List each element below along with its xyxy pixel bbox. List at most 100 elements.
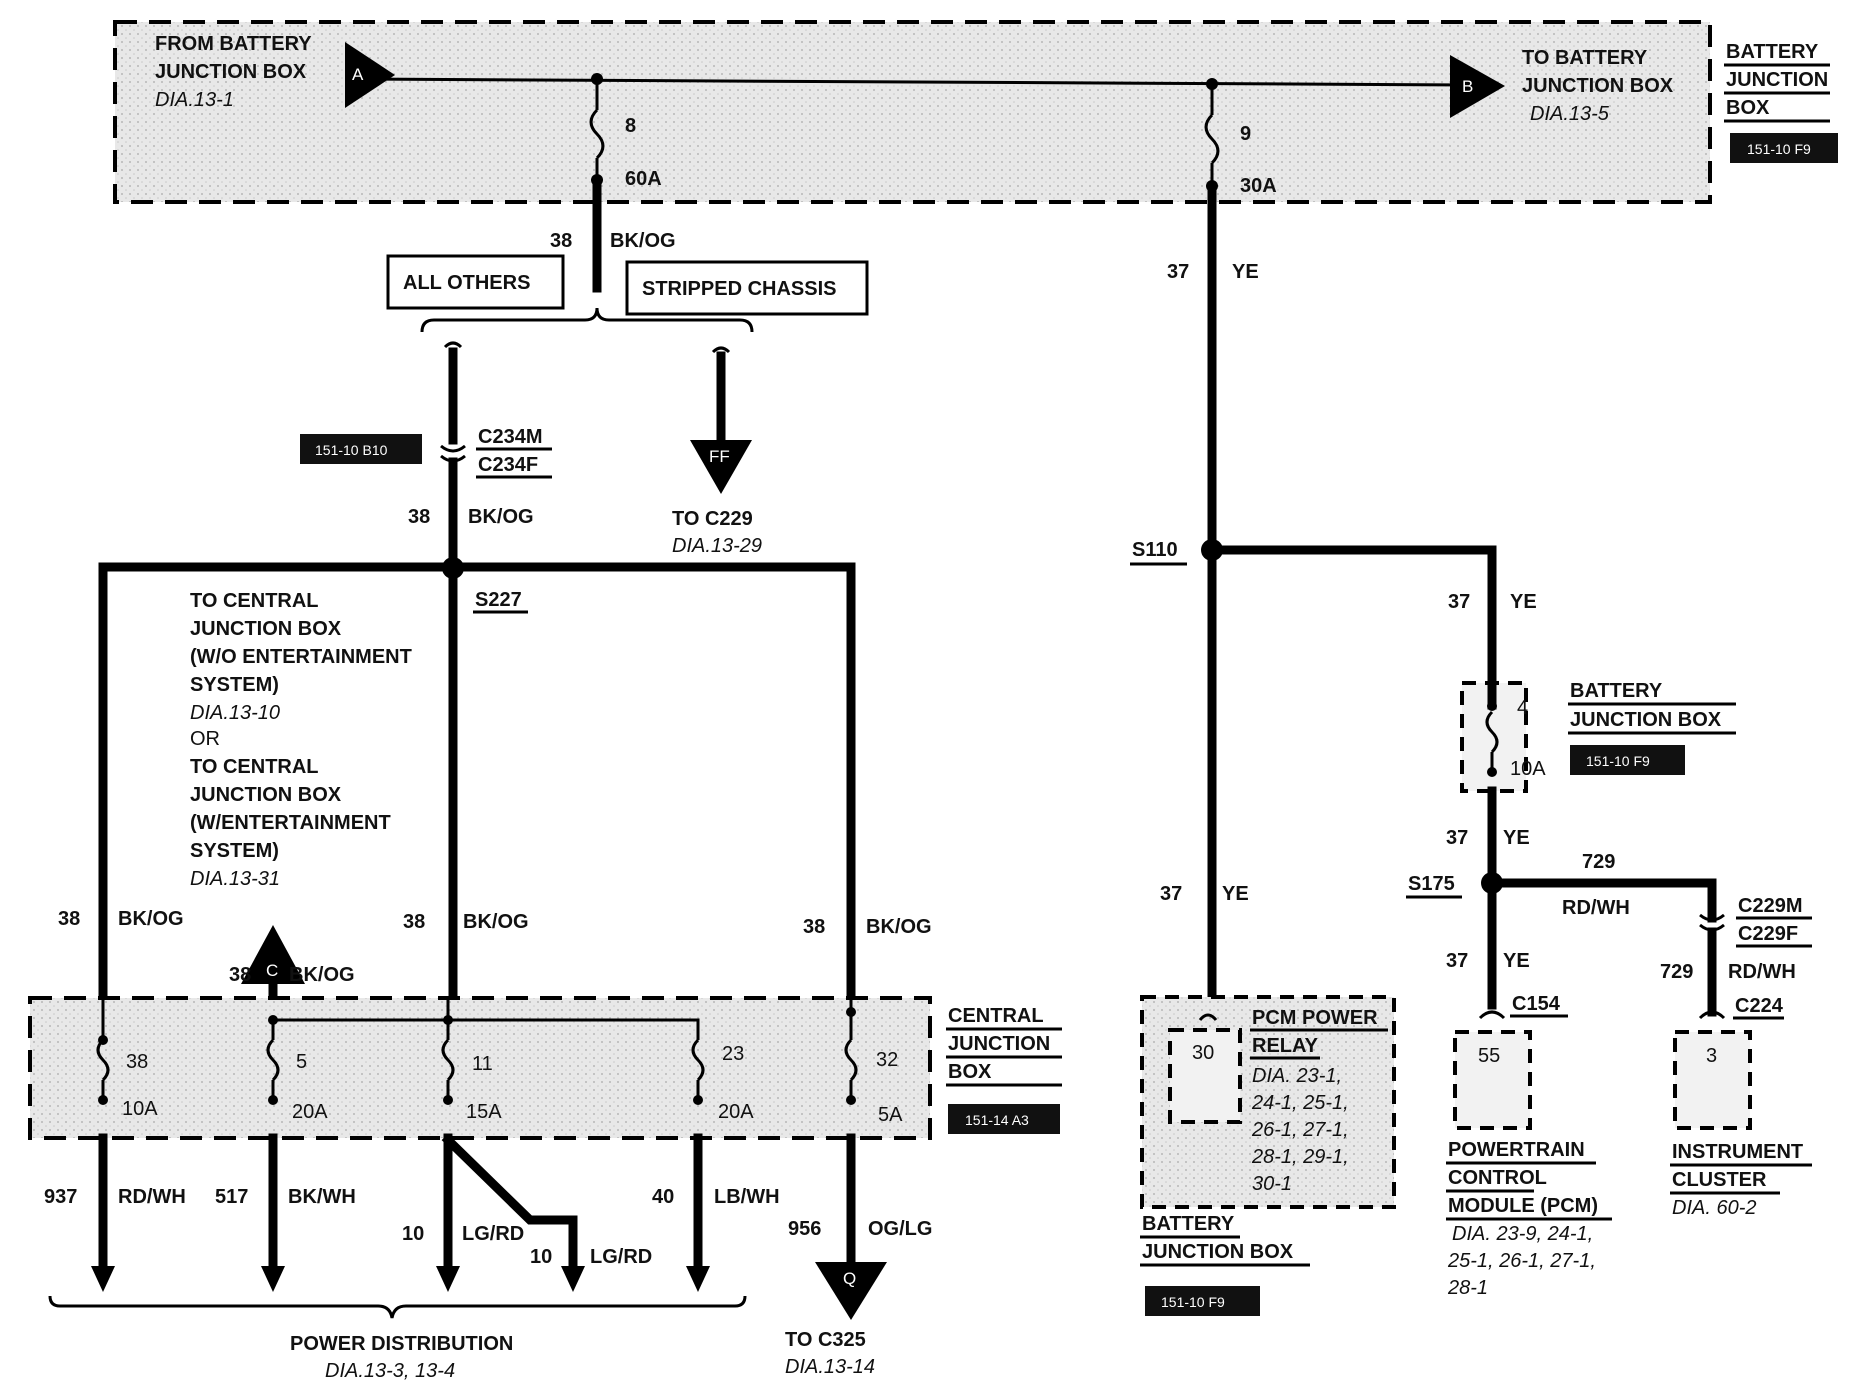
svg-text:TO CENTRAL: TO CENTRAL [190, 756, 319, 778]
svg-text:DIA. 23-1,: DIA. 23-1, [1252, 1065, 1342, 1087]
svg-text:38: 38 [229, 964, 251, 986]
svg-text:CENTRAL: CENTRAL [948, 1005, 1044, 1027]
svg-text:BOX: BOX [948, 1061, 992, 1083]
svg-text:S175: S175 [1408, 873, 1455, 895]
svg-text:POWER DISTRIBUTION: POWER DISTRIBUTION [290, 1333, 513, 1355]
svg-text:151-10 F9: 151-10 F9 [1586, 753, 1650, 769]
fuse-11: 11 15A [441, 1000, 502, 1123]
connector-b-icon [1450, 55, 1505, 118]
svg-text:YE: YE [1503, 827, 1530, 849]
fuse-32: 32 5A [844, 1000, 903, 1126]
svg-text:3: 3 [1706, 1045, 1717, 1067]
pcm-power-relay: 30 PCM POWER RELAY DIA. 23-1, 24-1, 25-1… [1140, 995, 1396, 1316]
central-junction-box: 38 10A 5 20A 11 15A 23 20A [28, 996, 1062, 1140]
svg-text:37: 37 [1167, 261, 1189, 283]
svg-text:S227: S227 [475, 589, 522, 611]
svg-text:DIA.13-14: DIA.13-14 [785, 1356, 875, 1378]
circuit-38-branch: 38 BK/OG ALL OTHERS STRIPPED CHASSIS C23… [300, 181, 869, 573]
svg-text:937: 937 [44, 1186, 77, 1208]
svg-text:JUNCTION BOX: JUNCTION BOX [190, 618, 342, 640]
svg-text:DIA.13-5: DIA.13-5 [1530, 103, 1610, 125]
svg-text:38: 38 [550, 230, 572, 252]
svg-text:BK/WH: BK/WH [288, 1186, 356, 1208]
svg-text:BOX: BOX [1726, 97, 1770, 119]
svg-text:C224: C224 [1735, 995, 1784, 1017]
svg-text:(W/ENTERTAINMENT: (W/ENTERTAINMENT [190, 812, 391, 834]
svg-text:YE: YE [1503, 950, 1530, 972]
svg-text:32: 32 [876, 1049, 898, 1071]
svg-text:A: A [352, 65, 364, 84]
svg-text:38: 38 [803, 916, 825, 938]
svg-text:YE: YE [1222, 883, 1249, 905]
svg-text:151-10 F9: 151-10 F9 [1747, 141, 1811, 157]
svg-text:38: 38 [408, 506, 430, 528]
svg-text:RD/WH: RD/WH [1562, 897, 1630, 919]
central-junction-note: TO CENTRAL JUNCTION BOX (W/O ENTERTAINME… [190, 590, 412, 890]
svg-text:37: 37 [1446, 950, 1468, 972]
svg-text:38: 38 [403, 911, 425, 933]
svg-text:TO CENTRAL: TO CENTRAL [190, 590, 319, 612]
svg-text:151-14 A3: 151-14 A3 [965, 1112, 1029, 1128]
connector-a-icon [345, 42, 395, 108]
svg-text:C: C [266, 961, 278, 980]
svg-text:37: 37 [1446, 827, 1468, 849]
svg-text:30A: 30A [1240, 175, 1277, 197]
svg-text:4: 4 [1517, 697, 1528, 719]
svg-text:30-1: 30-1 [1252, 1173, 1292, 1195]
svg-text:CLUSTER: CLUSTER [1672, 1169, 1767, 1191]
splice-s175: S175 729 RD/WH 37 YE [1406, 851, 1717, 972]
svg-text:BK/OG: BK/OG [468, 506, 534, 528]
svg-text:8: 8 [625, 115, 636, 137]
svg-text:24-1, 25-1,: 24-1, 25-1, [1251, 1092, 1349, 1114]
svg-text:YE: YE [1510, 591, 1537, 613]
svg-text:Q: Q [843, 1269, 856, 1288]
svg-text:517: 517 [215, 1186, 248, 1208]
svg-text:37: 37 [1160, 883, 1182, 905]
svg-text:BK/OG: BK/OG [118, 908, 184, 930]
svg-text:JUNCTION BOX: JUNCTION BOX [1522, 75, 1674, 97]
svg-text:JUNCTION BOX: JUNCTION BOX [155, 61, 307, 83]
svg-text:LG/RD: LG/RD [590, 1246, 652, 1268]
svg-text:INSTRUMENT: INSTRUMENT [1672, 1141, 1803, 1163]
connector-q-icon [815, 1262, 887, 1320]
svg-text:10: 10 [530, 1246, 552, 1268]
svg-text:729: 729 [1660, 961, 1693, 983]
svg-text:ALL OTHERS: ALL OTHERS [403, 272, 530, 294]
battery-junction-box-fuse-4: 4 10A BATTERY JUNCTION BOX 151-10 F9 [1460, 678, 1736, 1010]
svg-text:FROM BATTERY: FROM BATTERY [155, 33, 312, 55]
battery-junction-box-top: A B FROM BATTERY JUNCTION BOX DIA.13-1 T… [113, 20, 1838, 204]
svg-text:CONTROL: CONTROL [1448, 1167, 1547, 1189]
svg-text:C234M: C234M [478, 426, 542, 448]
svg-text:BK/OG: BK/OG [463, 911, 529, 933]
circuit-37-branch: 37 YE S110 37 YE 37 YE [1130, 187, 1537, 1005]
powertrain-control-module: C154 55 POWERTRAIN CONTROL MODULE (PCM) … [1446, 993, 1612, 1299]
svg-text:38: 38 [126, 1051, 148, 1073]
svg-text:37: 37 [1448, 591, 1470, 613]
svg-text:JUNCTION BOX: JUNCTION BOX [190, 784, 342, 806]
svg-text:DIA.13-31: DIA.13-31 [190, 868, 280, 890]
svg-text:RD/WH: RD/WH [1728, 961, 1796, 983]
splice-s227: S227 [98, 557, 856, 1005]
svg-text:28-1: 28-1 [1447, 1277, 1488, 1299]
svg-text:DIA.13-29: DIA.13-29 [672, 535, 762, 557]
svg-text:11: 11 [472, 1053, 493, 1075]
svg-text:STRIPPED CHASSIS: STRIPPED CHASSIS [642, 278, 836, 300]
svg-text:OG/LG: OG/LG [868, 1218, 932, 1240]
svg-text:40: 40 [652, 1186, 674, 1208]
svg-text:S110: S110 [1132, 539, 1178, 561]
svg-text:RD/WH: RD/WH [118, 1186, 186, 1208]
svg-text:151-10 F9: 151-10 F9 [1161, 1294, 1225, 1310]
svg-text:C234F: C234F [478, 454, 538, 476]
svg-text:5: 5 [296, 1051, 307, 1073]
svg-text:TO C229: TO C229 [672, 508, 753, 530]
svg-text:SYSTEM): SYSTEM) [190, 674, 279, 696]
connector-c-icon [241, 925, 305, 984]
svg-text:DIA.13-1: DIA.13-1 [155, 89, 234, 111]
connector-c229: C229M C229F 729 RD/WH [1660, 895, 1812, 1017]
svg-text:JUNCTION BOX: JUNCTION BOX [1142, 1241, 1294, 1263]
svg-text:BK/OG: BK/OG [289, 964, 355, 986]
svg-text:5A: 5A [878, 1104, 903, 1126]
svg-text:956: 956 [788, 1218, 821, 1240]
svg-text:BATTERY: BATTERY [1570, 680, 1663, 702]
